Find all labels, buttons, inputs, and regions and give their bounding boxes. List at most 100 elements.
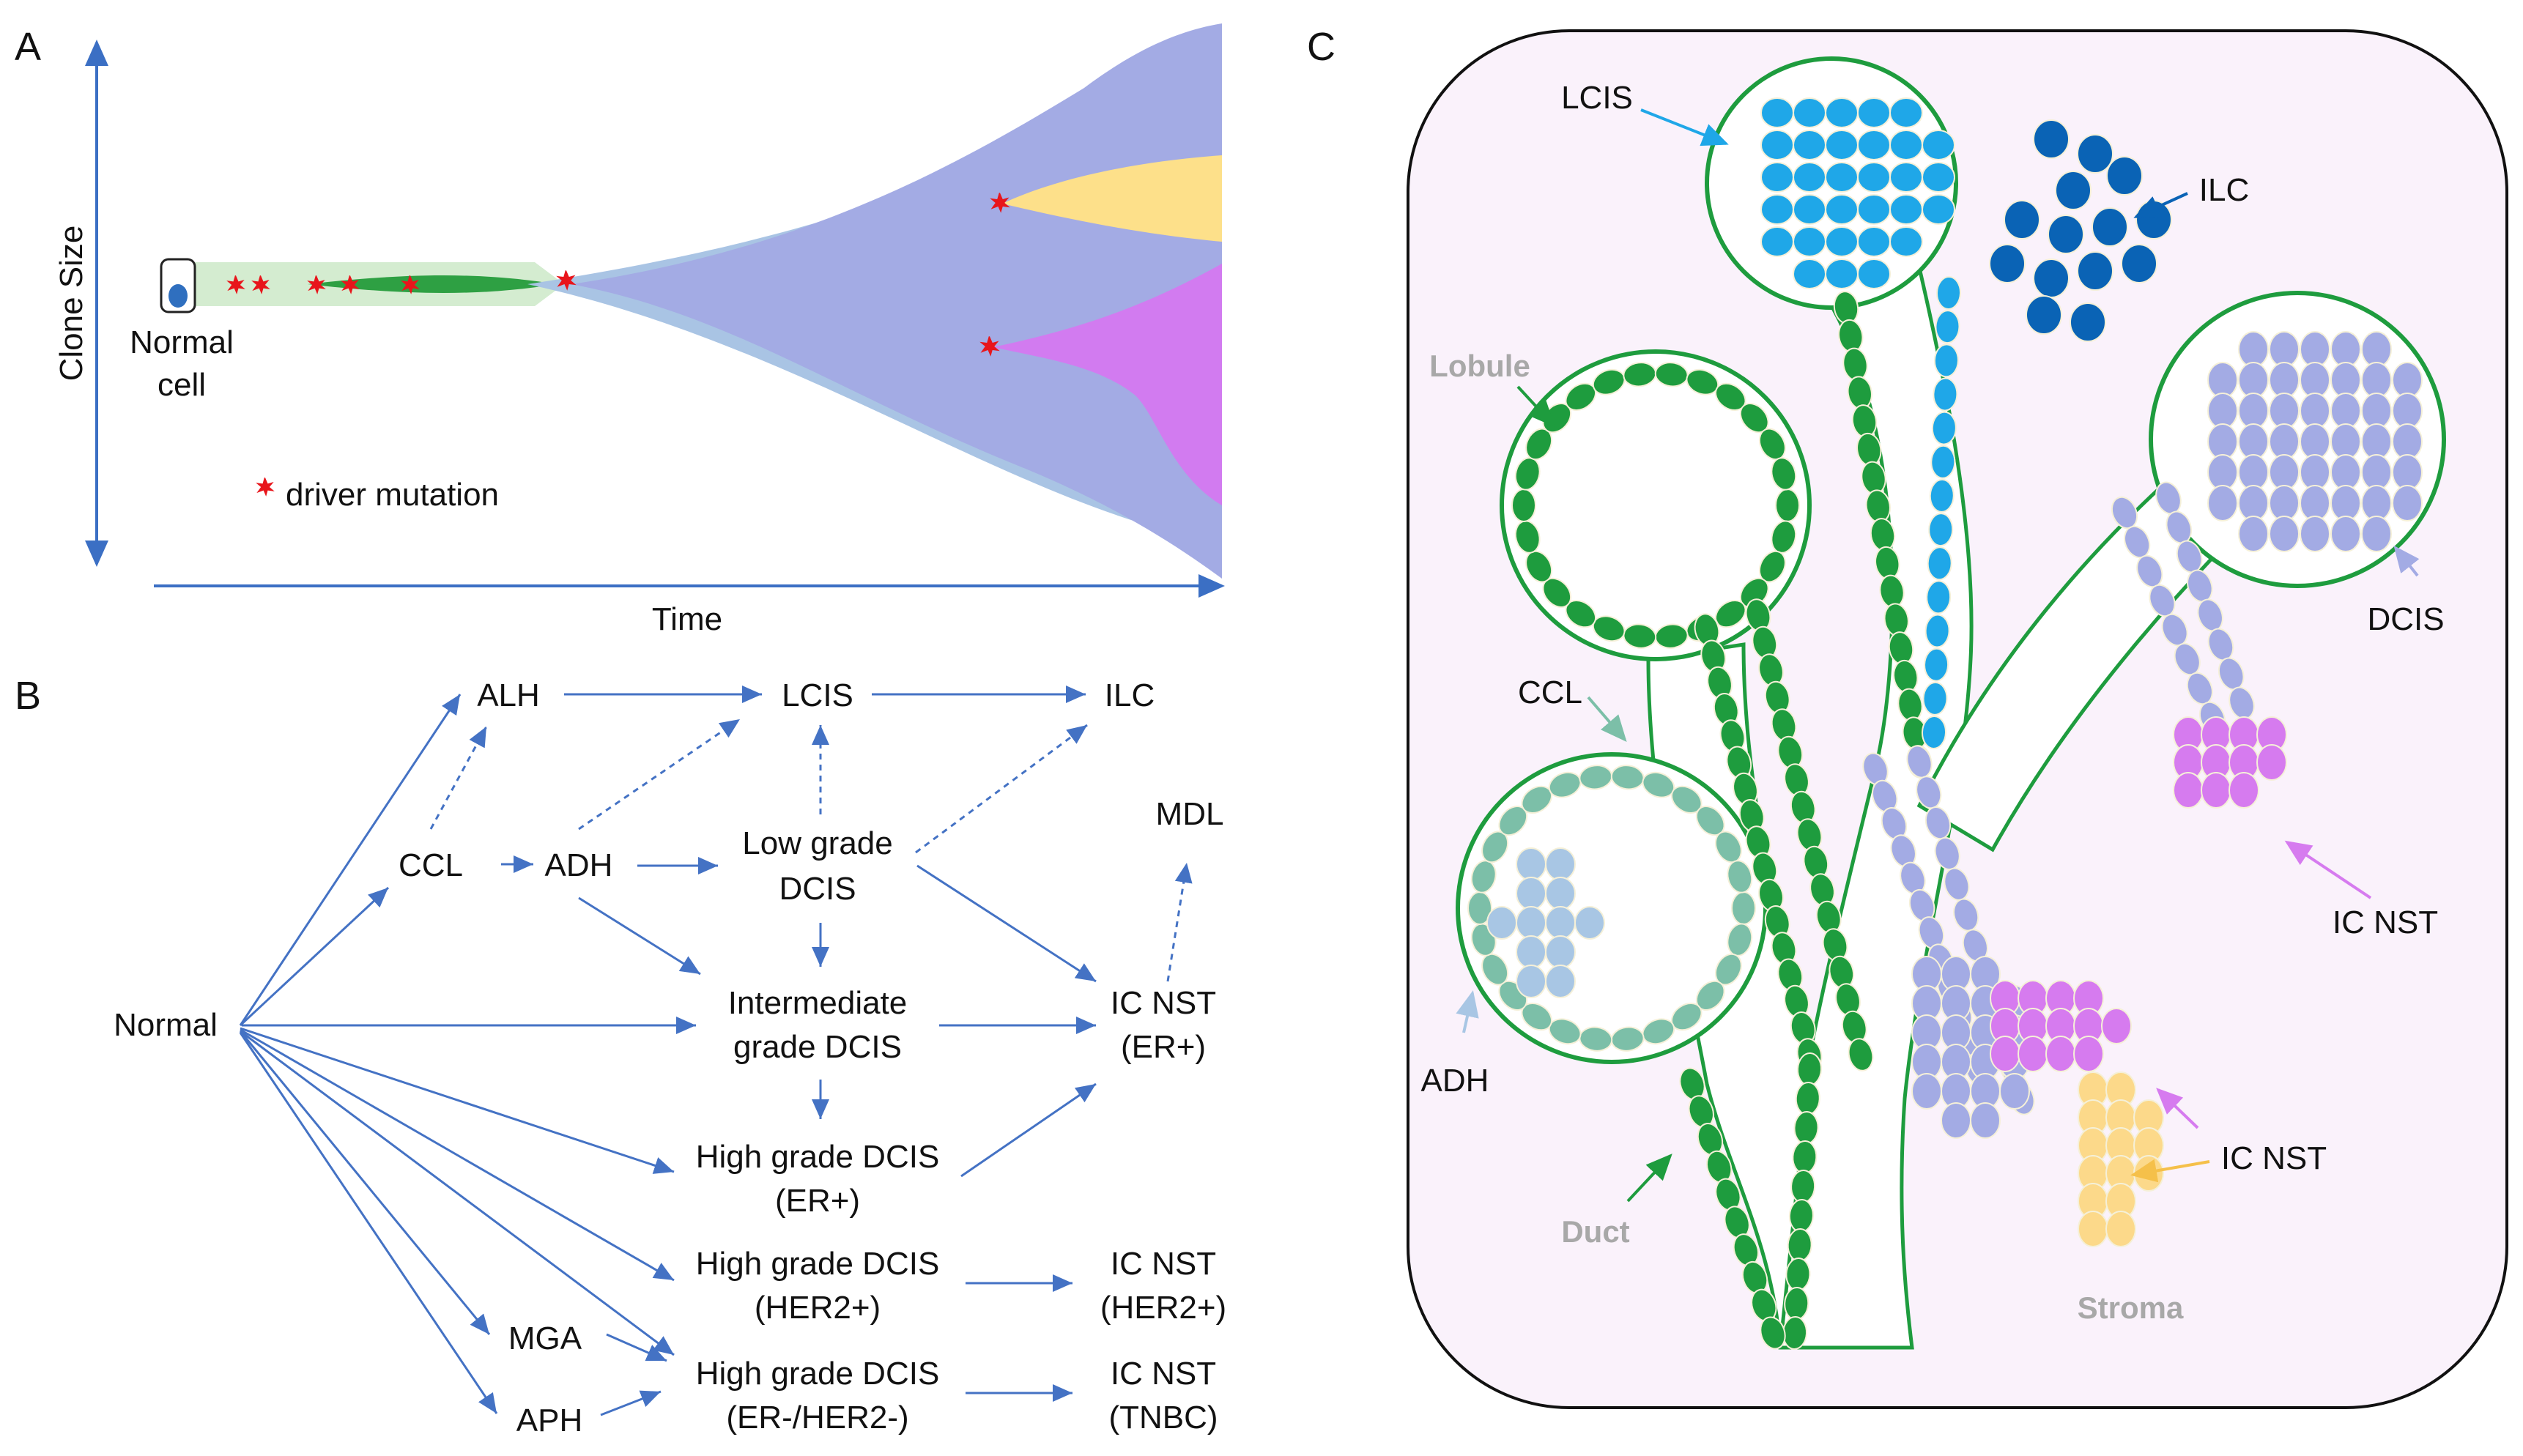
- green-cell: [1771, 457, 1797, 491]
- lavender-cell: [2361, 362, 2392, 398]
- lavender-cell: [2269, 516, 2300, 552]
- cyan-cell: [1857, 97, 1891, 128]
- lavender-cell: [2238, 423, 2269, 460]
- cyan-cell: [1793, 194, 1826, 225]
- light-blue-cell: [1516, 906, 1546, 940]
- green-cell: [1511, 489, 1536, 522]
- cyan-cell: [1825, 162, 1859, 193]
- teal-cell: [1731, 891, 1756, 925]
- cyan-cell: [1793, 259, 1826, 289]
- dark-blue-cell: [2055, 171, 2092, 210]
- light-blue-cell: [1545, 906, 1576, 940]
- lavender-cell: [2207, 393, 2238, 429]
- light-blue-cell: [1574, 906, 1605, 940]
- lavender-cell: [1911, 1073, 1942, 1110]
- yellow-cell: [2105, 1211, 2136, 1247]
- normal-cell-icon: [160, 258, 196, 313]
- lavender-cell: [2392, 423, 2423, 460]
- node-icnst-er-line1: IC NST: [1111, 985, 1216, 1021]
- arrow-low-icnst: [916, 864, 1097, 983]
- node-hg-tn-line1: High grade DCIS: [696, 1356, 940, 1392]
- cyan-cell: [1922, 162, 1955, 193]
- cyan-cell: [1889, 226, 1923, 257]
- magenta-cell: [2229, 772, 2259, 809]
- node-normal: Normal: [114, 1007, 218, 1043]
- node-intermediate-line1: Intermediate: [728, 985, 908, 1021]
- cyan-cell: [1922, 194, 1955, 225]
- panel-c-letter: C: [1307, 25, 1335, 69]
- node-hg-her2-line2: (HER2+): [755, 1290, 881, 1326]
- yellow-cell: [2078, 1211, 2108, 1247]
- node-hg-er-line2: (ER+): [775, 1183, 860, 1219]
- cyan-cell: [1825, 194, 1859, 225]
- panel-c-annotations: LCIS ILC Lobule DCIS CCL IC NST ADH IC N…: [1421, 80, 2445, 1325]
- cyan-cell: [1793, 162, 1826, 193]
- magenta-cell: [2101, 1008, 2132, 1044]
- panel-b-arrows: [239, 686, 1193, 1416]
- lavender-cell: [2300, 393, 2330, 429]
- light-blue-cell: [1516, 935, 1546, 969]
- cyan-cell: [1825, 226, 1859, 257]
- magenta-cell: [1990, 1036, 2020, 1072]
- lavender-cell: [2238, 331, 2269, 368]
- dcis-pointer: [2393, 545, 2420, 577]
- dark-blue-cell: [2135, 200, 2172, 239]
- light-blue-cell: [1516, 877, 1546, 910]
- panel-a-letter: A: [15, 25, 41, 69]
- node-mdl: MDL: [1156, 796, 1224, 832]
- dark-blue-cell: [2033, 259, 2070, 298]
- lavender-cell: [2330, 362, 2361, 398]
- label-ilc: ILC: [2199, 172, 2249, 208]
- arrow-icnst-mdl: [1166, 862, 1193, 982]
- cyan-cell: [1857, 226, 1891, 257]
- lavender-cell: [2269, 362, 2300, 398]
- cyan-cell: [1889, 162, 1923, 193]
- node-icnst-tn-line1: IC NST: [1111, 1356, 1216, 1392]
- cyan-cell: [1924, 647, 1949, 682]
- lavender-cell: [2361, 393, 2392, 429]
- cyan-cell: [1760, 226, 1794, 257]
- cyan-cell: [1922, 681, 1948, 716]
- cyan-cell: [1760, 162, 1794, 193]
- lavender-cell: [2330, 423, 2361, 460]
- lavender-cell: [2392, 454, 2423, 491]
- arrow-aph-hg-tn: [600, 1390, 662, 1416]
- cyan-cell: [1924, 614, 1950, 648]
- fish-plot: [183, 23, 1222, 579]
- lavender-cell: [2300, 362, 2330, 398]
- node-lcis: LCIS: [782, 677, 853, 713]
- lavender-cell: [2238, 485, 2269, 521]
- light-blue-cell: [1545, 965, 1576, 998]
- node-icnst-her2-line1: IC NST: [1111, 1246, 1216, 1282]
- lavender-cell: [2330, 454, 2361, 491]
- green-clone: [308, 275, 557, 293]
- label-dcis: DCIS: [2367, 601, 2444, 637]
- lcis-pointer: [1640, 108, 1729, 146]
- duct-pointer: [1626, 1154, 1672, 1203]
- legend-label: driver mutation: [286, 477, 499, 513]
- panel-b-letter: B: [15, 674, 41, 718]
- legend-star-icon: [256, 478, 275, 497]
- cyan-cell: [1825, 97, 1859, 128]
- ccl-pointer: [1587, 696, 1627, 743]
- arrow-normal-aph: [239, 1032, 498, 1414]
- cyan-cell: [1857, 130, 1891, 160]
- cyan-cell: [1927, 546, 1952, 581]
- lavender-cell: [2392, 362, 2423, 398]
- cyan-cell: [1760, 194, 1794, 225]
- dark-blue-cell: [2121, 244, 2157, 283]
- light-blue-cell: [1545, 935, 1576, 969]
- duct-right-branch: [1770, 180, 1974, 1350]
- dark-blue-cell: [2004, 200, 2040, 239]
- lavender-cell: [2238, 454, 2269, 491]
- green-cell: [1760, 1316, 1786, 1350]
- lavender-cell: [2300, 485, 2330, 521]
- icnst-upper-pointer: [2284, 840, 2372, 899]
- ilc-pointer: [2133, 192, 2188, 218]
- magenta-cell: [2173, 772, 2204, 809]
- magenta-cell: [2045, 1036, 2076, 1072]
- icnst-lower-pointer-yellow: [2130, 1159, 2210, 1183]
- cyan-cell: [1889, 194, 1923, 225]
- cyan-cell: [1825, 259, 1859, 289]
- lavender-cell: [2392, 485, 2423, 521]
